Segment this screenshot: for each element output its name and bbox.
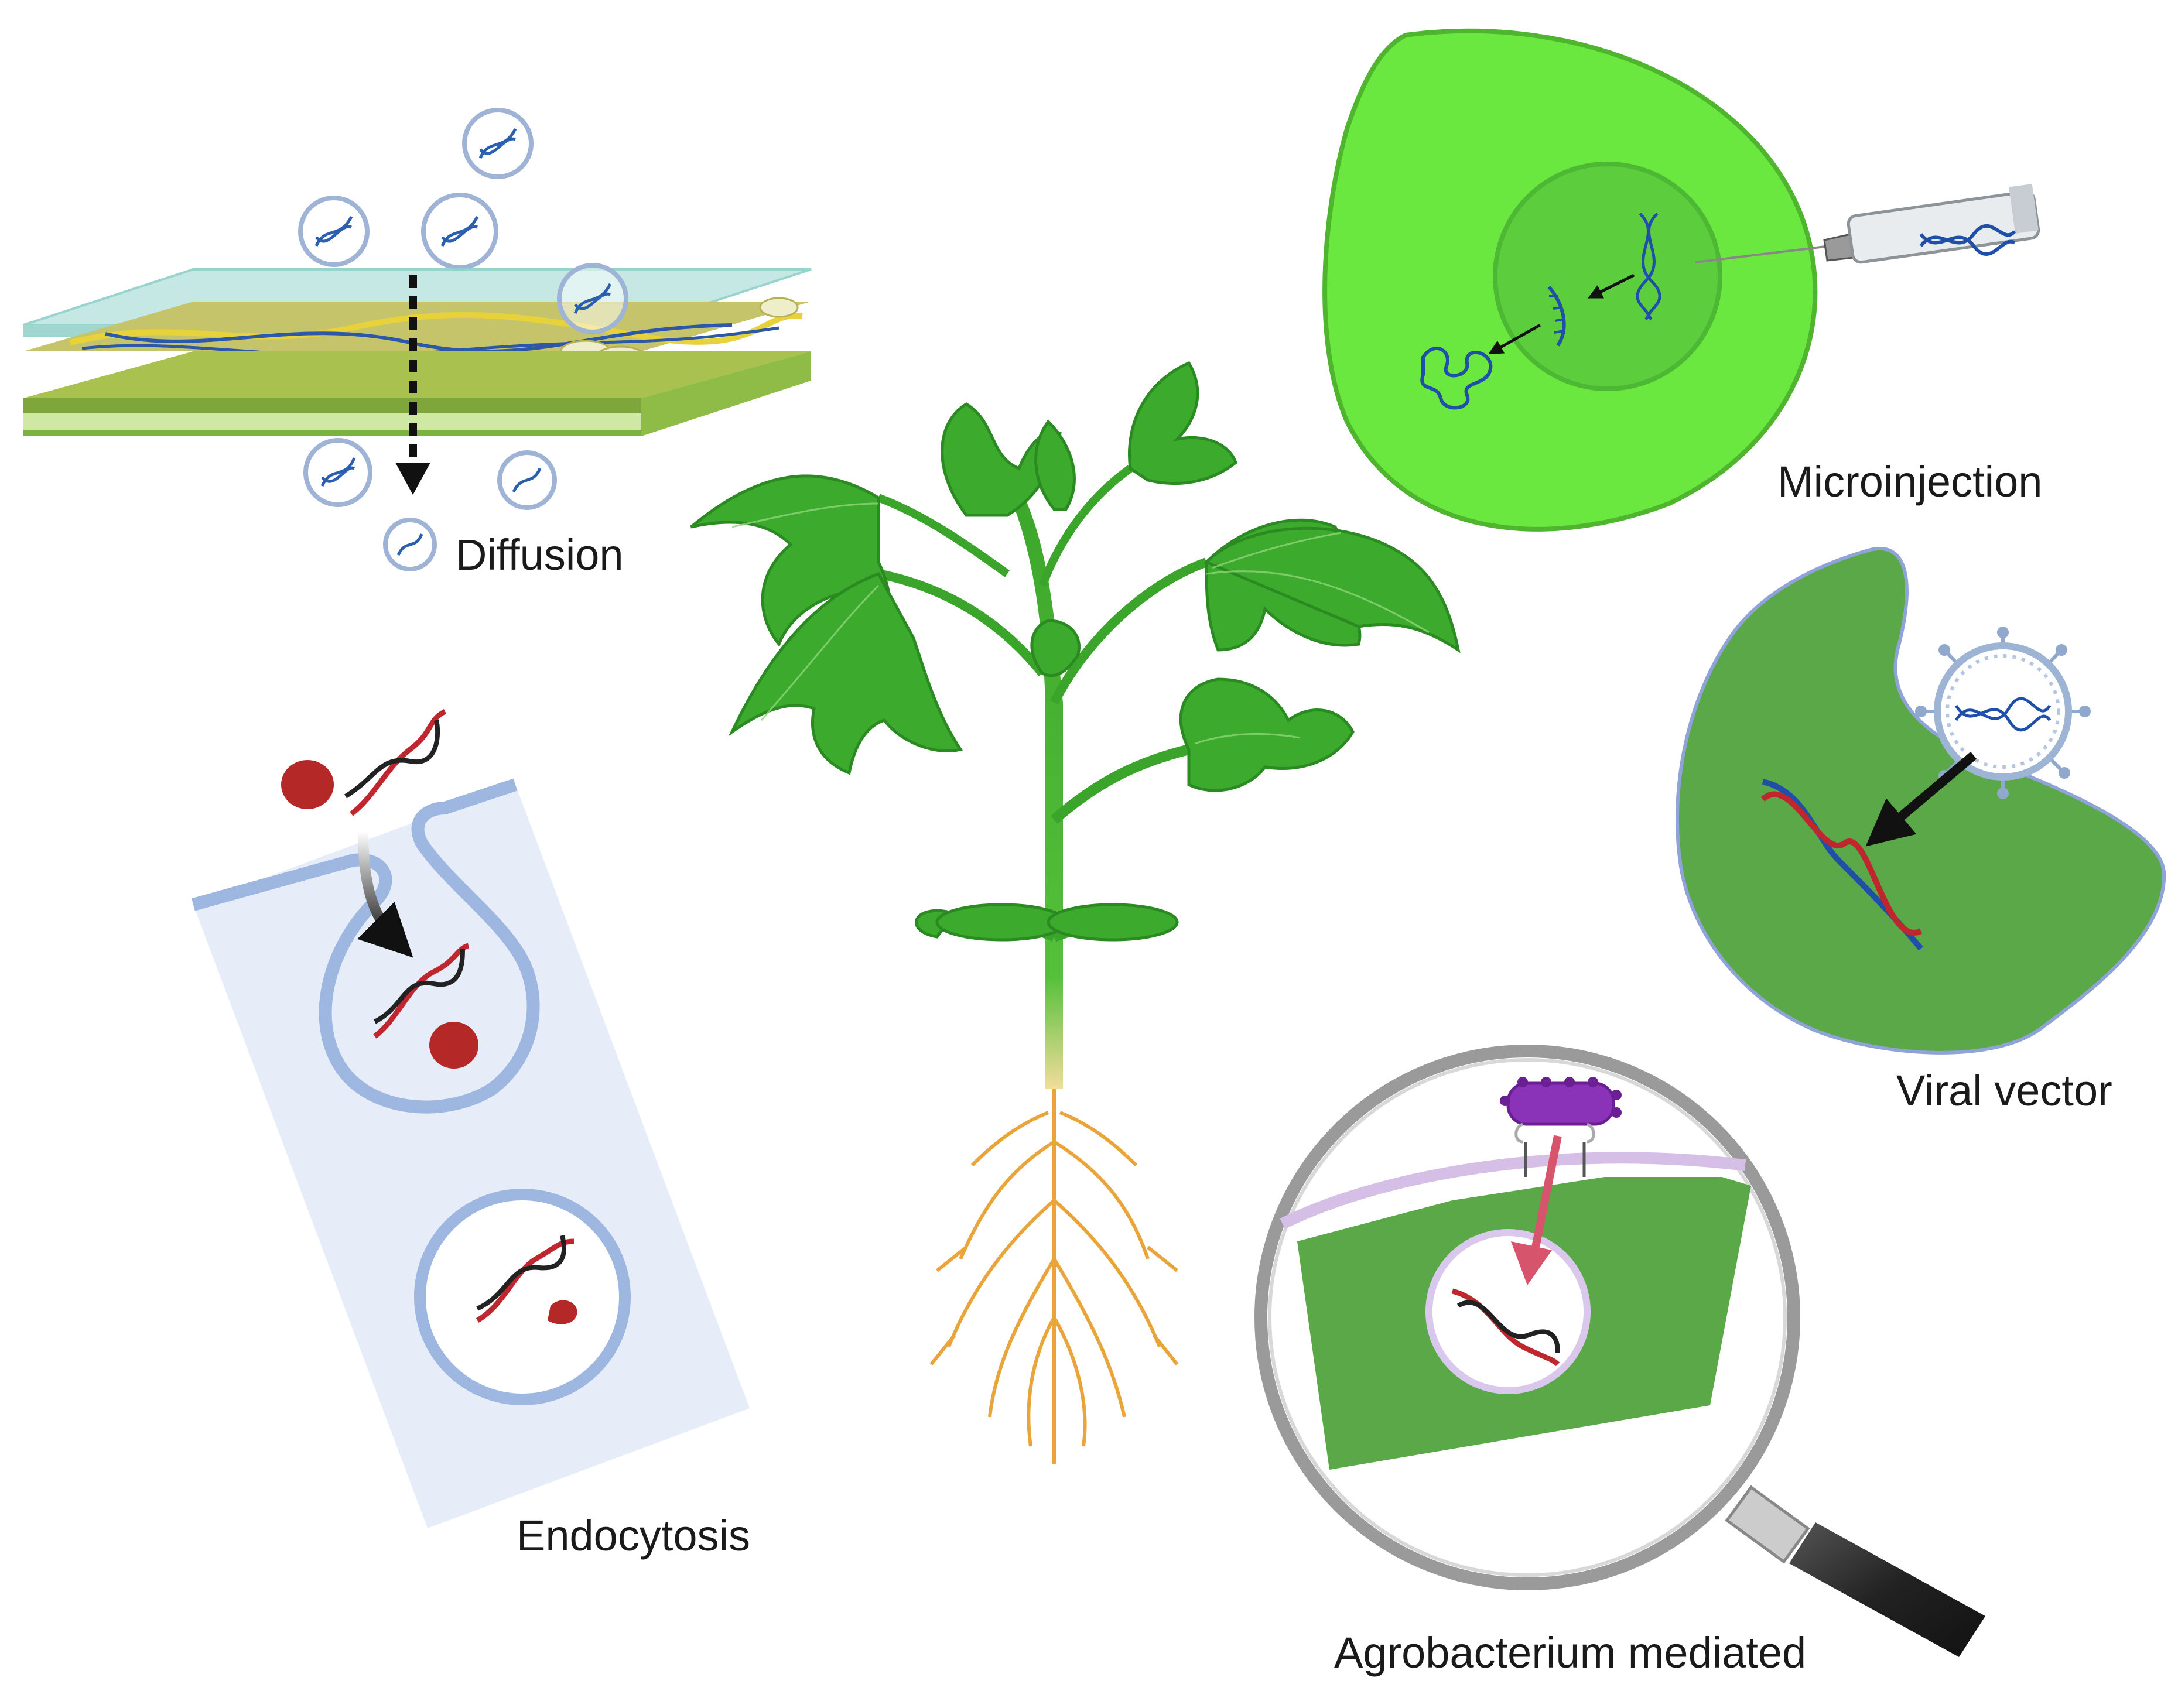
virus-icon	[1915, 627, 2091, 799]
viral-vector-panel	[1676, 546, 2166, 1055]
injection-needle	[1695, 183, 2040, 264]
agrobacterium-panel	[1254, 1045, 1985, 1657]
nucleus	[1493, 162, 1722, 391]
viral-arrow	[1865, 751, 1977, 847]
label-endocytosis: Endocytosis	[517, 1511, 750, 1560]
cargo-particle	[548, 1300, 577, 1324]
cell-wall	[1280, 1152, 1746, 1229]
protein-icon	[1420, 347, 1493, 410]
dna-vesicle	[383, 518, 437, 571]
dna-vesicle	[497, 450, 557, 510]
dna-vesicle	[298, 196, 370, 267]
cargo-particle	[429, 1022, 478, 1069]
dna-icon	[373, 943, 470, 1039]
label-agrobacterium: Agrobacterium mediated	[1334, 1628, 1807, 1677]
dna-icon	[344, 708, 447, 816]
dna-icon	[476, 1235, 575, 1323]
dna-vesicle	[462, 108, 534, 179]
endocytosis-panel	[192, 708, 750, 1528]
magnifier-handle	[1725, 1485, 1985, 1657]
roots	[929, 1083, 1179, 1464]
label-microinjection: Microinjection	[1777, 457, 2043, 506]
transfer-arrow	[1530, 1135, 1562, 1254]
microinjection-panel	[1322, 28, 2040, 532]
dna-icon	[1451, 1288, 1560, 1367]
endosome	[414, 1189, 631, 1405]
uptake-arrow	[357, 831, 413, 958]
dna-vesicle	[303, 438, 372, 507]
dna-icon	[1636, 213, 1661, 320]
mrna-icon	[1547, 286, 1566, 347]
dna-vesicle	[557, 263, 628, 334]
bacterium-icon	[1500, 1077, 1622, 1177]
label-diffusion: Diffusion	[456, 530, 624, 579]
leaves	[690, 361, 1461, 942]
cargo-particle	[281, 760, 334, 809]
tissue-layers	[23, 268, 812, 436]
nucleus	[1425, 1229, 1591, 1394]
dna-icon	[1760, 779, 1923, 951]
tomato-plant	[690, 361, 1461, 1464]
label-viral-vector: Viral vector	[1896, 1066, 2112, 1115]
dna-vesicle	[421, 193, 498, 270]
diffusion-panel	[23, 108, 812, 571]
